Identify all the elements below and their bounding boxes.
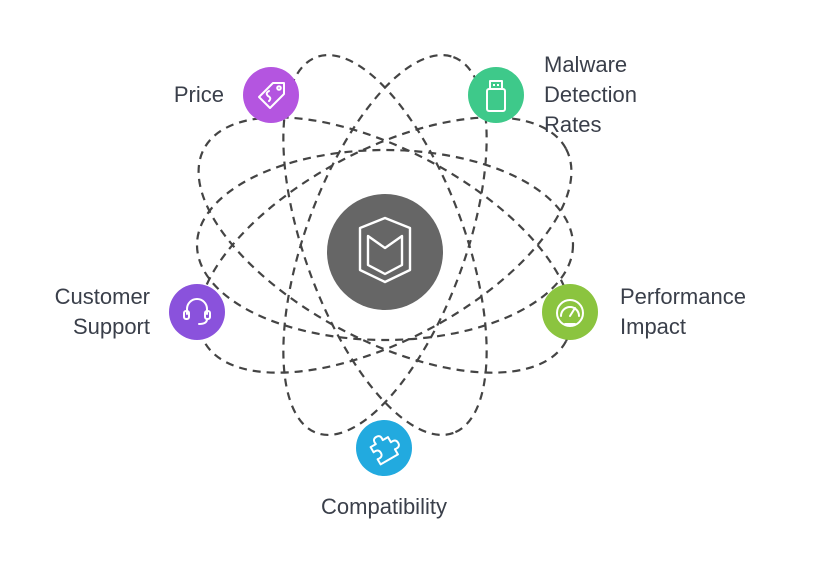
node-malware bbox=[468, 67, 524, 123]
node-support-circle bbox=[169, 284, 225, 340]
label-compatibility: Compatibility bbox=[284, 492, 484, 522]
orbit-3 bbox=[197, 116, 573, 374]
label-compatibility-line-1: Compatibility bbox=[321, 494, 447, 519]
label-price: Price bbox=[140, 80, 224, 110]
label-malware-line-2: Detection bbox=[544, 82, 637, 107]
orbit-1 bbox=[195, 148, 575, 342]
node-performance bbox=[542, 284, 598, 340]
label-customer-support: Customer Support bbox=[20, 282, 150, 342]
label-performance-line-2: Impact bbox=[620, 314, 687, 339]
label-malware-detection-rates: Malware Detection Rates bbox=[544, 50, 637, 140]
shield-icon bbox=[358, 216, 412, 284]
node-performance-circle bbox=[542, 284, 598, 340]
label-support-line-1: Customer bbox=[54, 284, 150, 309]
node-compatibility-circle bbox=[356, 420, 412, 476]
orbit-2 bbox=[197, 116, 573, 374]
usb-drive-icon bbox=[486, 80, 506, 112]
node-malware-circle bbox=[468, 67, 524, 123]
node-compatibility bbox=[356, 420, 412, 476]
label-malware-line-1: Malware bbox=[544, 52, 628, 77]
headset-icon bbox=[183, 298, 211, 325]
node-support bbox=[169, 284, 225, 340]
puzzle-icon bbox=[369, 435, 400, 466]
label-performance-line-1: Performance bbox=[620, 284, 746, 309]
label-malware-line-3: Rates bbox=[544, 112, 602, 137]
price-tag-icon bbox=[258, 82, 285, 109]
orbit-5 bbox=[282, 53, 488, 437]
orbit-4 bbox=[282, 53, 488, 437]
center-node bbox=[327, 194, 443, 310]
speedometer-icon bbox=[556, 299, 584, 327]
orbits bbox=[195, 53, 575, 437]
node-price-circle bbox=[243, 67, 299, 123]
label-price-line-1: Price bbox=[173, 82, 224, 107]
label-support-line-2: Support bbox=[72, 314, 150, 339]
center-circle bbox=[327, 194, 443, 310]
node-price bbox=[243, 67, 299, 123]
label-performance-impact: Performance Impact bbox=[620, 282, 746, 342]
